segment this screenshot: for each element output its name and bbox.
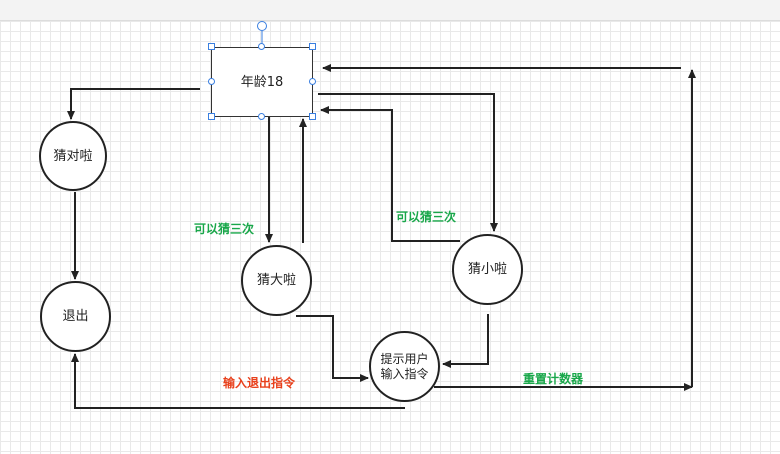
edge-guess-small-to-prompt (442, 314, 489, 368)
node-guess-right[interactable]: 猜对啦 (39, 121, 107, 191)
toolbar-strip (0, 0, 780, 21)
edge-age-to-guess-right (67, 88, 200, 120)
node-guess-big[interactable]: 猜大啦 (241, 245, 312, 316)
resize-handle-nw[interactable] (208, 43, 215, 50)
edge-prompt-to-exit (71, 353, 405, 409)
resize-handle-w[interactable] (208, 78, 215, 85)
resize-handle-s[interactable] (258, 113, 265, 120)
node-exit[interactable]: 退出 (40, 281, 111, 352)
edge-guess-small-to-age (320, 106, 460, 242)
edge-guess-big-to-prompt (296, 315, 369, 382)
node-guess-big-label: 猜大啦 (256, 273, 296, 288)
node-exit-label: 退出 (62, 309, 89, 324)
label-three-tries-right: 可以猜三次 (396, 210, 457, 224)
resize-handle-ne[interactable] (309, 43, 316, 50)
node-guess-small[interactable]: 猜小啦 (452, 234, 523, 305)
node-guess-small-label: 猜小啦 (467, 262, 507, 277)
node-guess-right-label: 猜对啦 (53, 148, 93, 164)
resize-handle-se[interactable] (309, 113, 316, 120)
label-reset-counter: 重置计数器 (523, 372, 584, 386)
rotate-handle[interactable] (257, 21, 267, 31)
node-age-label: 年龄18 (240, 74, 284, 90)
node-prompt[interactable]: 提示用户输入指令 (369, 331, 440, 402)
resize-handle-sw[interactable] (208, 113, 215, 120)
node-age[interactable]: 年龄18 (211, 47, 313, 117)
resize-handle-n[interactable] (258, 43, 265, 50)
node-prompt-label: 提示用户输入指令 (380, 351, 429, 381)
resize-handle-e[interactable] (309, 78, 316, 85)
label-exit-command: 输入退出指令 (223, 376, 296, 390)
edge-age-to-guess-small (318, 93, 498, 232)
label-three-tries-left: 可以猜三次 (194, 222, 255, 236)
